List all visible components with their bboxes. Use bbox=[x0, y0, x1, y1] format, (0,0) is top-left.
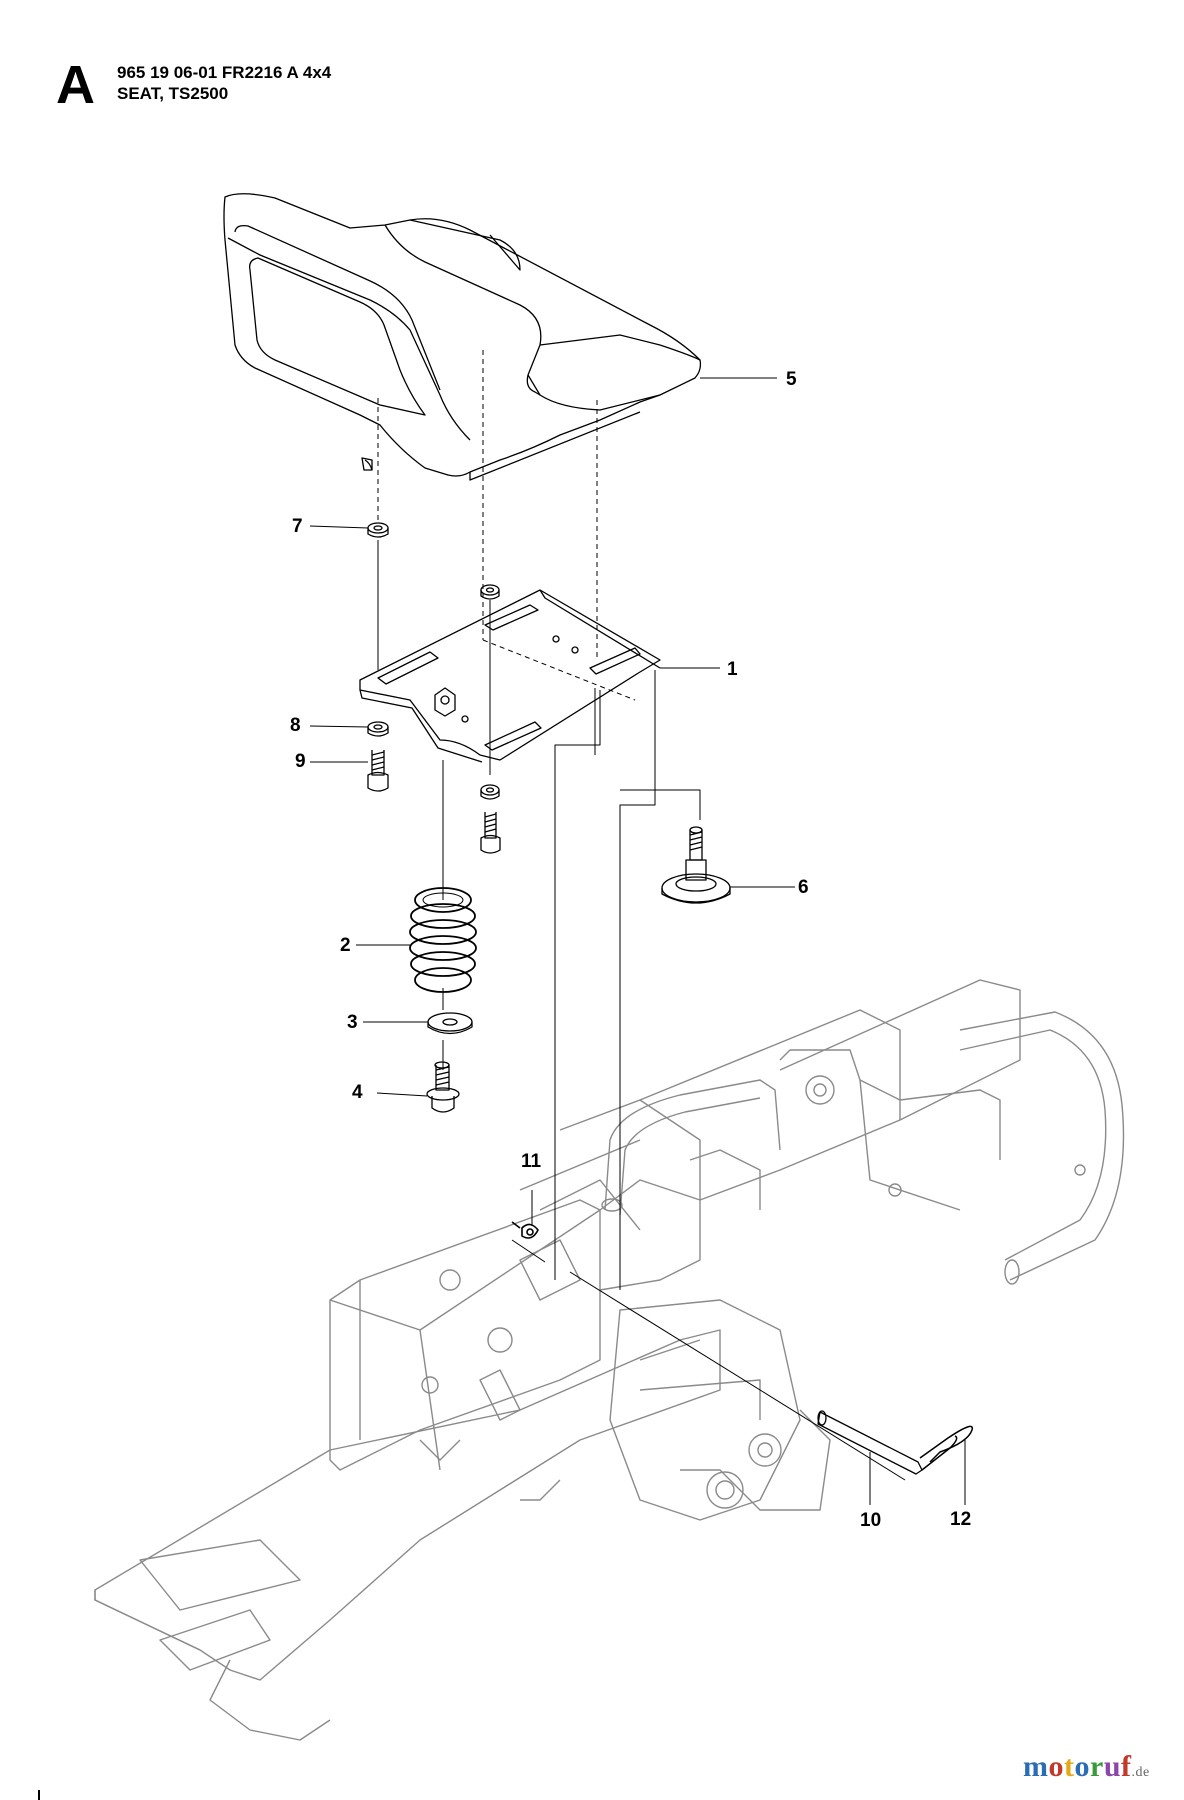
seat-assembly-parts bbox=[223, 193, 974, 1481]
callout-5: 5 bbox=[786, 369, 797, 390]
assembly-title: SEAT, TS2500 bbox=[117, 84, 229, 103]
callout-2: 2 bbox=[340, 935, 351, 956]
flat-washer-3 bbox=[427, 1012, 473, 1035]
bolt-9 bbox=[367, 750, 389, 792]
callout-8: 8 bbox=[290, 715, 301, 736]
seat-mounting-plate bbox=[359, 589, 661, 763]
bolt-lower bbox=[480, 812, 501, 854]
hairpin-clip-12 bbox=[919, 1425, 974, 1471]
callout-12: 12 bbox=[950, 1509, 972, 1530]
part-number-title: 965 19 06-01 FR2216 A 4x4 bbox=[117, 63, 332, 82]
watermark-letter: f bbox=[1121, 1750, 1132, 1783]
watermark-letter: u bbox=[1103, 1750, 1122, 1783]
callout-3: 3 bbox=[347, 1012, 358, 1033]
washer-7 bbox=[367, 522, 389, 538]
seat-knob bbox=[661, 826, 731, 904]
washer-lower bbox=[480, 784, 500, 800]
watermark-letter: m bbox=[1023, 1750, 1049, 1783]
watermark-text: motoruf bbox=[1023, 1750, 1132, 1783]
edge-mark bbox=[38, 1790, 40, 1800]
section-letter: A bbox=[56, 55, 95, 115]
watermark-letter: o bbox=[1074, 1750, 1090, 1783]
watermark-letter: o bbox=[1048, 1750, 1064, 1783]
watermark-logo: motoruf.de bbox=[1023, 1752, 1150, 1782]
watermark-suffix: .de bbox=[1131, 1765, 1150, 1780]
callout-4: 4 bbox=[352, 1082, 363, 1103]
tractor-frame bbox=[94, 979, 1125, 1741]
callout-6: 6 bbox=[798, 877, 809, 898]
retaining-clip-11 bbox=[511, 1221, 539, 1239]
callout-7: 7 bbox=[292, 516, 303, 537]
callout-11: 11 bbox=[521, 1151, 542, 1172]
callout-leaders bbox=[309, 377, 966, 1505]
seat-cushion bbox=[223, 193, 702, 481]
flange-bolt-4 bbox=[426, 1061, 460, 1113]
callout-10: 10 bbox=[860, 1510, 882, 1531]
watermark-letter: t bbox=[1064, 1750, 1075, 1783]
washer-upper bbox=[480, 584, 500, 600]
watermark-letter: r bbox=[1090, 1750, 1104, 1783]
callout-9: 9 bbox=[295, 751, 306, 772]
compression-spring bbox=[409, 887, 477, 993]
washer-8 bbox=[367, 721, 389, 737]
pivot-pin-10 bbox=[817, 1410, 923, 1475]
callout-1: 1 bbox=[727, 659, 738, 680]
